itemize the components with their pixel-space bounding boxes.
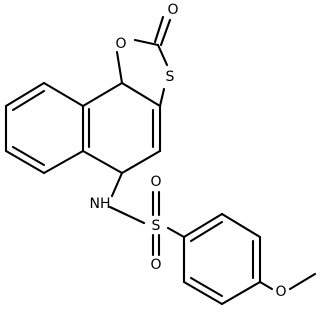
bond	[220, 280, 262, 306]
bond	[133, 38, 160, 47]
bond	[81, 149, 124, 175]
bond	[4, 149, 46, 175]
bond	[182, 212, 224, 239]
bond	[11, 145, 46, 167]
bond	[158, 87, 166, 108]
carbonyl-oxygen-label: O	[167, 2, 178, 18]
bond	[42, 81, 85, 108]
bond	[182, 280, 224, 306]
bond-lines	[4, 15, 317, 306]
atom-labels: O O S NH S O O O	[90, 2, 287, 300]
bond	[42, 149, 85, 175]
bond	[110, 171, 124, 198]
bond	[166, 226, 186, 239]
ring-oxygen-label: O	[115, 36, 126, 52]
sulfonyl-oxygen-top-label: O	[150, 174, 161, 190]
bond	[11, 89, 46, 112]
bond	[153, 15, 165, 44]
nh-label: NH	[90, 196, 111, 212]
bond	[120, 149, 162, 175]
bond	[159, 18, 172, 47]
sulfonyl-oxygen-bottom-label: O	[150, 257, 161, 273]
bond	[4, 81, 46, 108]
bond	[189, 220, 224, 243]
bond	[120, 81, 162, 108]
bond	[81, 81, 124, 108]
sulfonyl-sulfur-label: S	[152, 218, 161, 234]
bond	[220, 212, 262, 239]
bond	[115, 50, 124, 85]
bond	[108, 205, 146, 225]
bond	[156, 43, 169, 67]
bond	[288, 272, 317, 291]
methoxy-oxygen-label: O	[275, 284, 286, 300]
ring-sulfur-label: S	[166, 69, 175, 85]
bond	[189, 276, 224, 298]
bond	[258, 280, 274, 291]
